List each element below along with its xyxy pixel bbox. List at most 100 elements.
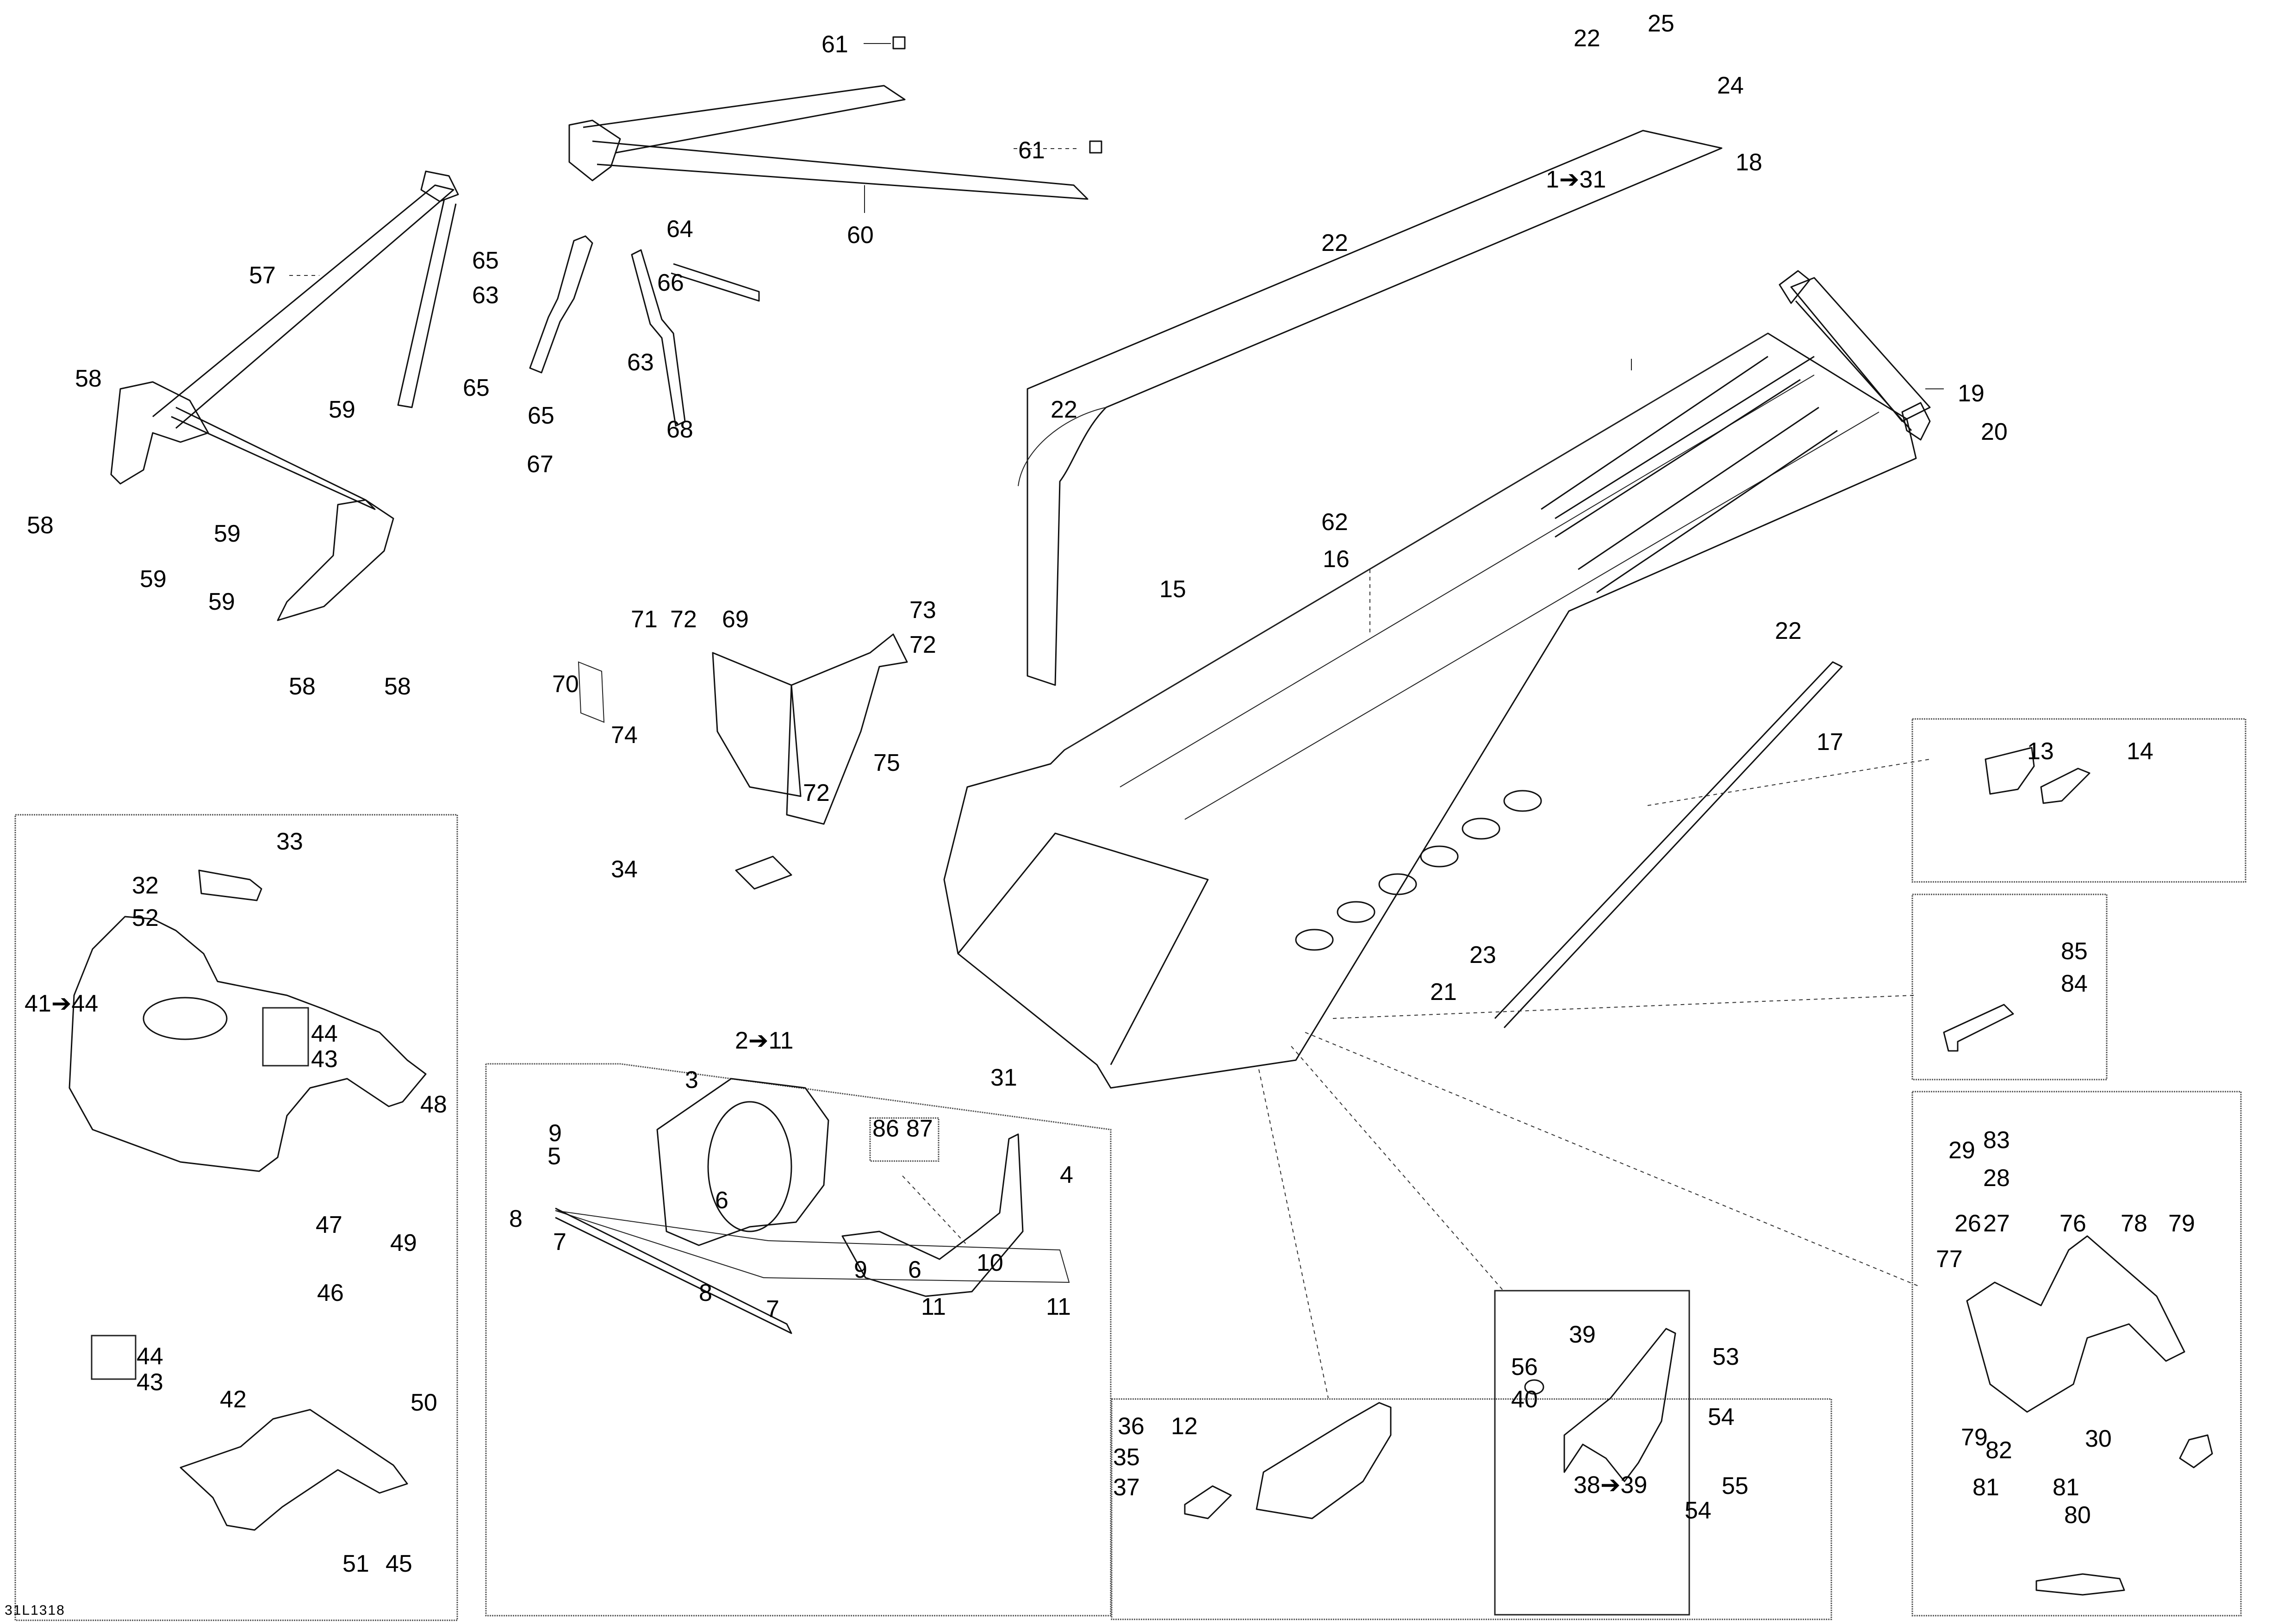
- callout-7: 7: [553, 1229, 566, 1255]
- front-bulkhead-41: [68, 916, 427, 1172]
- callout-42: 42: [220, 1386, 247, 1413]
- callout-12: 12: [1171, 1413, 1198, 1440]
- steering-links-63-66: [529, 235, 760, 427]
- callout-73: 73: [909, 597, 936, 624]
- callout-7: 7: [766, 1296, 779, 1323]
- callout-47: 47: [316, 1212, 342, 1238]
- rear-bumper-19: [1779, 270, 1931, 441]
- callout-66: 66: [657, 269, 684, 296]
- engine-cradle-3-4: [555, 1078, 1070, 1334]
- callout-31: 31: [990, 1064, 1017, 1091]
- callout-80: 80: [2064, 1502, 2091, 1529]
- callout-49: 49: [390, 1230, 417, 1256]
- callout-4: 4: [1060, 1162, 1073, 1188]
- callout-37: 37: [1113, 1474, 1140, 1501]
- callout-6: 6: [908, 1256, 921, 1283]
- running-board-17: [1494, 661, 1843, 1029]
- callout-19: 19: [1958, 380, 1985, 407]
- callout-72: 72: [803, 780, 830, 806]
- callout-72: 72: [670, 606, 697, 633]
- front-support-42: [180, 1409, 408, 1531]
- plate-80: [2035, 1573, 2125, 1596]
- callout-75: 75: [873, 750, 900, 776]
- callout-36: 36: [1118, 1413, 1145, 1440]
- callout-22: 22: [1051, 396, 1077, 423]
- callout-85: 85: [2061, 938, 2088, 965]
- callout-69: 69: [722, 606, 749, 633]
- side-panel-69: [578, 633, 908, 825]
- front-upper-a-arm-57: [110, 170, 459, 621]
- callout-43: 43: [311, 1046, 338, 1073]
- footrest-84: [1943, 1004, 2014, 1052]
- callout-34: 34: [611, 856, 638, 883]
- callout-15: 15: [1159, 576, 1186, 603]
- callout-83: 83: [1983, 1127, 2010, 1154]
- callout-35: 35: [1113, 1444, 1140, 1471]
- callout-2-11: 2➔11: [735, 1027, 793, 1054]
- callout-50: 50: [411, 1389, 437, 1416]
- callout-27: 27: [1983, 1210, 2010, 1237]
- leader-lines: [289, 43, 1944, 1399]
- callout-10: 10: [977, 1249, 1003, 1276]
- callout-74: 74: [611, 722, 638, 749]
- callout-46: 46: [317, 1280, 344, 1306]
- callout-57: 57: [249, 262, 276, 289]
- callout-5: 5: [548, 1143, 561, 1170]
- inset-small-44-43-top: [262, 1007, 309, 1067]
- callout-67: 67: [527, 451, 554, 478]
- callout-58: 58: [289, 673, 316, 700]
- callout-1-31: 1➔31: [1546, 166, 1606, 193]
- callout-18: 18: [1736, 149, 1762, 176]
- callout-9: 9: [548, 1120, 562, 1147]
- callout-38-39: 38➔39: [1574, 1472, 1647, 1499]
- callout-79: 79: [1961, 1424, 1988, 1451]
- callout-84: 84: [2061, 970, 2088, 997]
- callout-17: 17: [1817, 729, 1843, 756]
- callout-11: 11: [921, 1293, 946, 1320]
- callout-65: 65: [472, 247, 499, 274]
- callout-58: 58: [384, 673, 411, 700]
- callout-78: 78: [2121, 1210, 2147, 1237]
- callout-25: 25: [1648, 10, 1674, 37]
- decal-70: [578, 661, 605, 723]
- drawing-id: 31L1318: [5, 1603, 65, 1618]
- callout-65: 65: [463, 375, 490, 401]
- skid-plate-12: [1256, 1402, 1392, 1519]
- callout-56: 56: [1511, 1354, 1538, 1380]
- front-support-76: [1966, 1235, 2185, 1413]
- callout-39: 39: [1569, 1321, 1596, 1348]
- callout-22: 22: [1321, 230, 1348, 256]
- callout-76: 76: [2060, 1210, 2086, 1237]
- bracket-30: [2179, 1434, 2213, 1468]
- tunnel-18: [1018, 130, 1723, 686]
- inset-frame-skid-plate: [1111, 1398, 1832, 1620]
- callout-8: 8: [699, 1280, 712, 1306]
- callout-21: 21: [1430, 979, 1457, 1006]
- main-chassis-1-31: [943, 332, 1917, 1089]
- callout-23: 23: [1469, 942, 1496, 968]
- callout-14: 14: [2127, 738, 2153, 765]
- callout-55: 55: [1722, 1473, 1748, 1499]
- bumper-39: [1524, 1379, 1544, 1395]
- callout-29: 29: [1948, 1137, 1975, 1164]
- inset-frame-rear-bracket: [1494, 1290, 1690, 1616]
- callout-86: 86: [872, 1115, 899, 1142]
- callout-81: 81: [1972, 1474, 1999, 1501]
- callout-58: 58: [75, 365, 102, 392]
- rear-bracket-38: [1563, 1328, 1676, 1482]
- callout-8: 8: [509, 1206, 523, 1232]
- inset-small-44-43-bottom: [91, 1335, 137, 1380]
- plate-34: [735, 856, 792, 890]
- callout-82: 82: [1985, 1437, 2012, 1464]
- callout-11: 11: [1046, 1293, 1071, 1320]
- inset-small-86-87: [869, 1117, 940, 1162]
- inset-frame-footrest: [1911, 893, 2108, 1081]
- callout-41-44: 41➔44: [25, 990, 98, 1017]
- callout-20: 20: [1981, 418, 2008, 445]
- callout-13: 13: [2027, 738, 2054, 765]
- callout-59: 59: [329, 396, 355, 423]
- callout-60: 60: [847, 222, 874, 249]
- callout-labels: 61 61 60 57 58 58 58 58 59 59 59 59 64 6…: [25, 10, 2195, 1577]
- callout-59: 59: [208, 588, 235, 615]
- callout-16: 16: [1323, 546, 1350, 573]
